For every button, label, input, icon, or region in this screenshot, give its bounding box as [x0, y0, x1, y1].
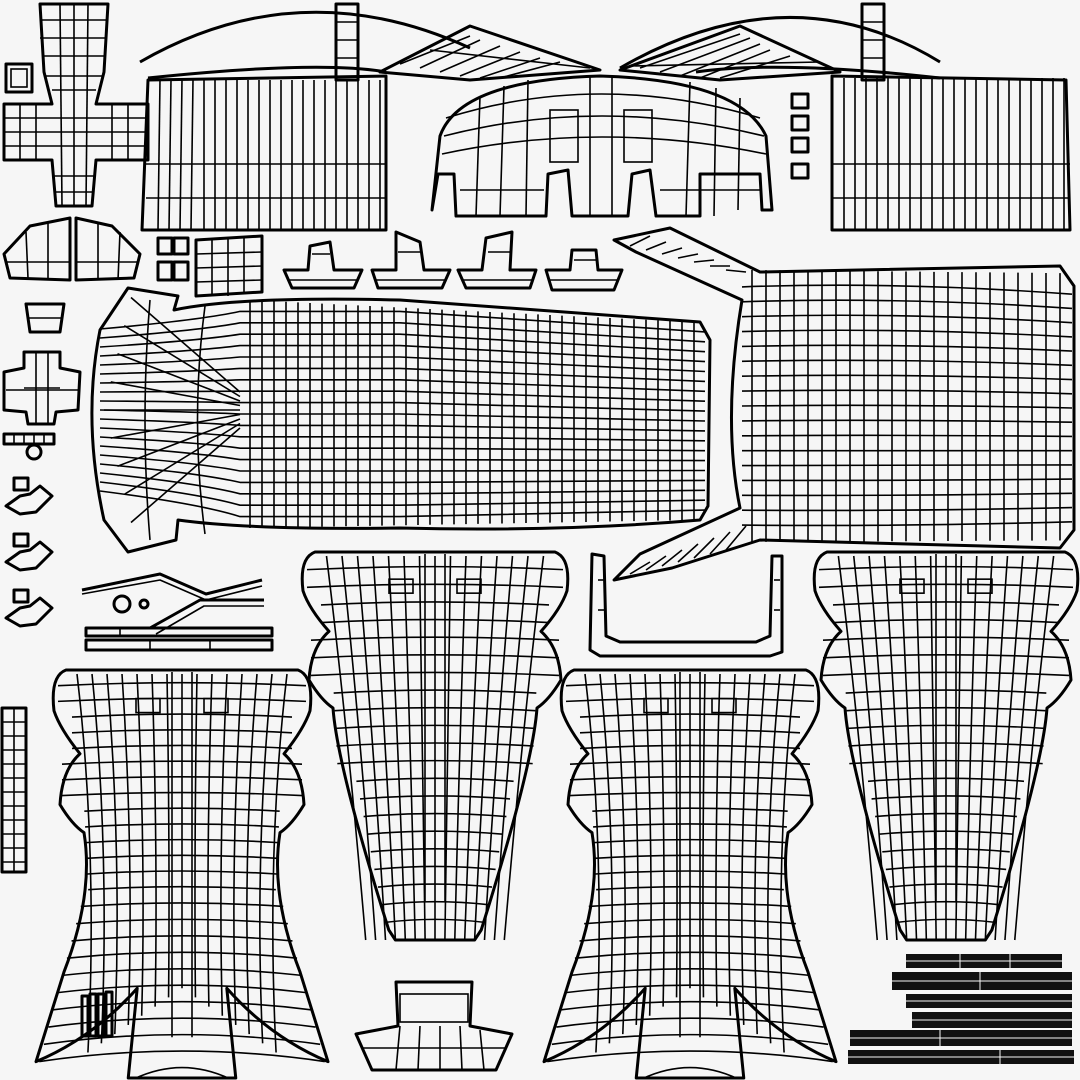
seat-cushion-bottom-center	[542, 668, 838, 1080]
seat-brackets	[282, 230, 624, 292]
bottom-small-parts	[80, 980, 514, 1072]
side-panel-right	[618, 2, 1072, 232]
body-shell-rear	[612, 226, 1076, 582]
side-panel-left	[139, 2, 602, 232]
roll-bar-frame	[588, 552, 784, 658]
seat-cushion-top-right	[812, 550, 1080, 942]
dense-strips	[848, 954, 1074, 1064]
vertical-strip	[0, 706, 28, 874]
cross-island	[2, 2, 150, 208]
rod-pieces	[81, 572, 274, 652]
wedge-pieces	[2, 216, 264, 298]
seat-cushion-bottom-left	[34, 668, 330, 1080]
seat-cushion-top-center	[300, 550, 570, 942]
small-parts	[2, 302, 150, 628]
dashboard-panel	[430, 74, 774, 218]
body-shell-front	[90, 286, 712, 554]
